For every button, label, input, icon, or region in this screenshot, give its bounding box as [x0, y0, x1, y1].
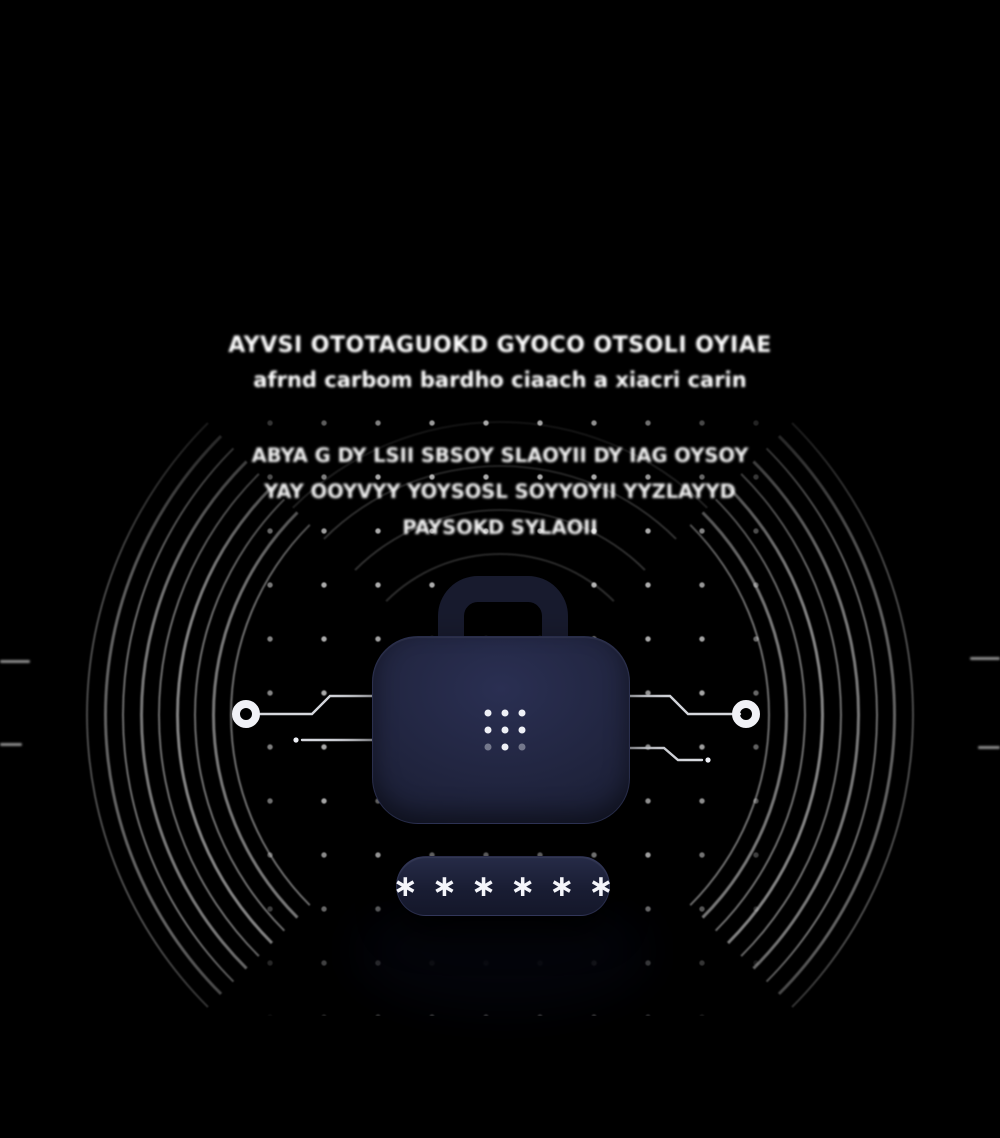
masked-password-text: ∗∗∗∗∗∗ [392, 869, 628, 904]
password-field: ∗∗∗∗∗∗ [393, 856, 613, 916]
edge-tick-left-1 [0, 660, 30, 663]
keypad-dot [501, 743, 509, 751]
keypad-dot [484, 743, 492, 751]
heading-line-2: afrnd carbom bardho ciaach a xiacri cari… [253, 368, 747, 392]
keypad-dot [518, 743, 526, 751]
edge-tick-left-2 [0, 743, 22, 746]
keypad-dot [484, 709, 492, 717]
edge-tick-right-1 [970, 657, 1000, 660]
paragraph-line-2: YAY OOYVYY YOYSOSL SOYYOYII YYZLAYYD [264, 480, 736, 503]
arc-ring-side [86, 301, 914, 1129]
paragraph-line-1: ABYA G DY LSII SBSOY SLAOYII DY IAG OYSO… [251, 444, 749, 467]
keypad-dot [518, 726, 526, 734]
keypad-dots [484, 709, 526, 751]
keypad-dot [484, 726, 492, 734]
heading-line-1: AYVSI OTOTAGUOKD GYOCO OTSOLI OYIAE [228, 333, 772, 358]
vault-case-icon [372, 636, 630, 824]
keypad-dot [501, 709, 509, 717]
keypad-dot [518, 709, 526, 717]
paragraph-line-3: PAYSOKD SYLAOII [402, 516, 598, 539]
keypad-dot [501, 726, 509, 734]
edge-tick-right-2 [978, 746, 1000, 749]
